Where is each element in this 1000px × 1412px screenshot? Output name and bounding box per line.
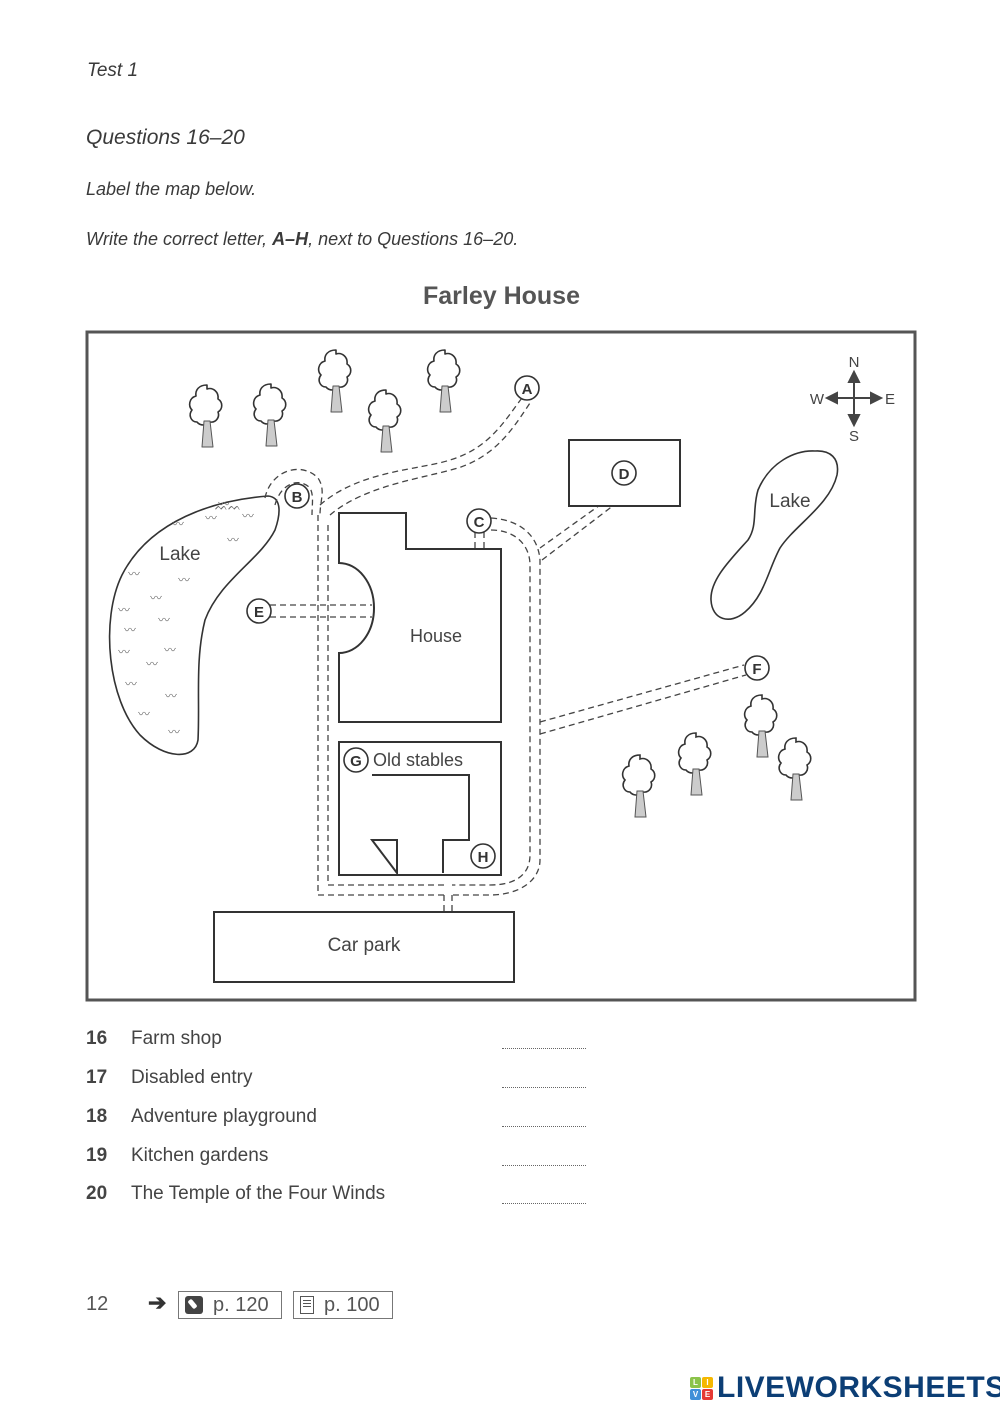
arrow-right-icon: ➔ xyxy=(148,1290,167,1315)
question-text: Farm shop xyxy=(131,1028,222,1049)
test-label: Test 1 xyxy=(87,60,139,81)
svg-text:〰: 〰 xyxy=(227,533,239,547)
marker-d[interactable]: D xyxy=(611,460,637,486)
farley-house-map: ᨓᨓ 〰〰〰 〰〰〰 〰〰〰 〰〰〰 〰〰〰 〰〰〰 〰〰〰 〰〰〰 〰〰 La… xyxy=(85,330,917,1002)
instruction-letter-range: A–H xyxy=(272,229,309,249)
reference-link-transcript[interactable]: p. 100 xyxy=(293,1291,393,1319)
marker-c[interactable]: C xyxy=(466,508,492,534)
answer-input-16[interactable] xyxy=(502,1032,586,1049)
page-number: 12 xyxy=(86,1293,109,1315)
logo-letter: I xyxy=(702,1376,713,1388)
house-building xyxy=(338,512,502,723)
compass-north: N xyxy=(849,354,860,371)
question-text: Kitchen gardens xyxy=(131,1145,269,1166)
footpaths xyxy=(264,397,747,912)
instruction-write-letter: Write the correct letter, A–H, next to Q… xyxy=(86,229,518,250)
svg-text:〰: 〰 xyxy=(218,497,230,511)
marker-b[interactable]: B xyxy=(284,483,310,509)
answer-input-20[interactable] xyxy=(502,1187,586,1204)
svg-text:〰: 〰 xyxy=(242,509,254,523)
question-number: 20 xyxy=(86,1183,108,1204)
svg-text:〰: 〰 xyxy=(118,603,130,617)
map-markers: A B C D E F G H xyxy=(246,375,770,869)
svg-text:〰: 〰 xyxy=(165,689,177,703)
compass-south: S xyxy=(849,428,859,445)
svg-text:〰: 〰 xyxy=(138,707,150,721)
svg-text:H: H xyxy=(478,849,489,866)
svg-text:〰: 〰 xyxy=(164,643,176,657)
answer-input-19[interactable] xyxy=(502,1149,586,1166)
svg-text:〰: 〰 xyxy=(146,657,158,671)
old-stables-label: Old stables xyxy=(373,750,463,770)
liveworksheets-brand[interactable]: L I V E LIVEWORKSHEETS xyxy=(690,1371,1000,1405)
reference-link-answer-key[interactable]: p. 120 xyxy=(178,1291,282,1319)
svg-text:〰: 〰 xyxy=(125,677,137,691)
map-title: Farley House xyxy=(422,282,580,310)
question-number: 17 xyxy=(86,1067,108,1088)
svg-text:〰: 〰 xyxy=(124,623,136,637)
liveworksheets-logo-icon: L I V E xyxy=(690,1376,713,1400)
answer-input-17[interactable] xyxy=(502,1071,586,1088)
svg-text:〰: 〰 xyxy=(205,511,217,525)
car-park-label: Car park xyxy=(328,935,401,956)
compass-east: E xyxy=(885,391,895,408)
stables-courtyard xyxy=(369,774,470,876)
pen-square-icon xyxy=(185,1296,203,1314)
lake-west-waves: ᨓᨓ xyxy=(215,501,241,513)
question-number: 18 xyxy=(86,1106,108,1127)
marker-g[interactable]: G xyxy=(343,747,369,773)
question-text: Disabled entry xyxy=(131,1067,253,1088)
house-label: House xyxy=(410,626,462,646)
lake-west-label: Lake xyxy=(159,544,200,565)
logo-letter: E xyxy=(702,1388,713,1400)
question-number: 16 xyxy=(86,1028,108,1049)
instruction-label-map: Label the map below. xyxy=(86,179,257,199)
svg-text:〰: 〰 xyxy=(128,567,140,581)
notes-icon xyxy=(300,1296,314,1314)
lake-west xyxy=(108,495,280,756)
svg-text:G: G xyxy=(350,753,362,770)
svg-text:D: D xyxy=(619,466,630,483)
reference-page: p. 120 xyxy=(213,1293,269,1316)
svg-text:〰: 〰 xyxy=(168,725,180,739)
svg-text:ᨓᨓ: ᨓᨓ xyxy=(215,501,241,513)
marker-a[interactable]: A xyxy=(514,375,540,401)
marker-h[interactable]: H xyxy=(470,843,496,869)
svg-text:A: A xyxy=(522,381,533,398)
compass-west: W xyxy=(810,391,825,408)
instruction-text-end: , next to Questions 16–20. xyxy=(308,229,519,249)
logo-letter: L xyxy=(690,1376,701,1388)
svg-text:F: F xyxy=(752,661,761,678)
questions-heading: Questions 16–20 xyxy=(86,126,245,149)
car-park xyxy=(213,911,515,983)
svg-text:〰: 〰 xyxy=(118,645,130,659)
compass-icon xyxy=(824,369,884,428)
question-text: Adventure playground xyxy=(131,1106,317,1127)
marker-e[interactable]: E xyxy=(246,598,272,624)
marker-f[interactable]: F xyxy=(744,655,770,681)
svg-text:〰: 〰 xyxy=(172,517,184,531)
answer-input-18[interactable] xyxy=(502,1110,586,1127)
instruction-text: Write the correct letter, xyxy=(86,229,273,249)
svg-text:E: E xyxy=(254,604,264,621)
question-number: 19 xyxy=(86,1145,108,1166)
svg-text:〰: 〰 xyxy=(158,613,170,627)
lake-east xyxy=(710,450,839,620)
question-text: The Temple of the Four Winds xyxy=(131,1183,386,1204)
svg-text:〰: 〰 xyxy=(150,591,162,605)
svg-text:B: B xyxy=(292,489,303,506)
svg-text:〰: 〰 xyxy=(178,573,190,587)
svg-text:C: C xyxy=(474,514,485,531)
logo-letter: V xyxy=(690,1388,701,1400)
brand-name: LIVEWORKSHEETS xyxy=(717,1371,1000,1404)
reference-page: p. 100 xyxy=(324,1293,380,1316)
lake-east-label: Lake xyxy=(769,491,810,512)
